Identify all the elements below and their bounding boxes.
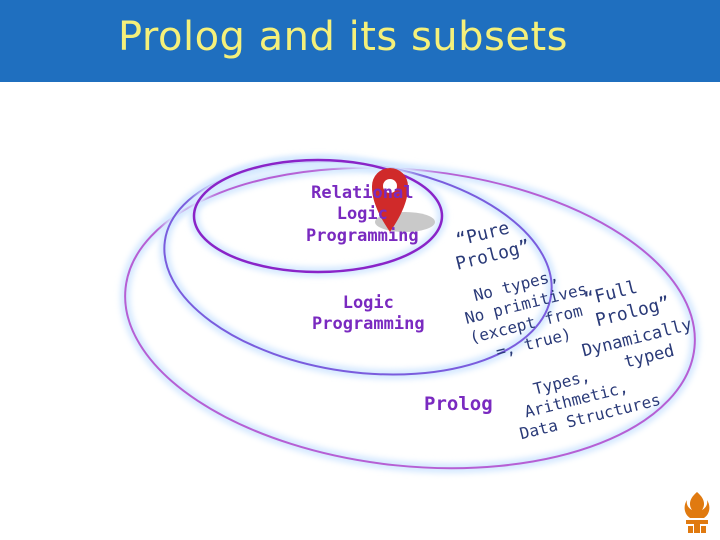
- prolog-label: Prolog: [424, 393, 493, 415]
- relational-logic-programming-label: Relational Logic Programming: [306, 183, 419, 247]
- logo-icon: [684, 492, 710, 533]
- relational-line-3: Programming: [306, 225, 419, 246]
- relational-line-1: Relational: [311, 183, 414, 203]
- title-bar: Prolog and its subsets: [0, 0, 720, 82]
- logic-programming-label: Logic Programming: [312, 293, 425, 336]
- relational-line-2: Logic: [336, 204, 388, 225]
- relational-set-ellipse: [192, 158, 444, 274]
- map-pin-icon: [372, 168, 435, 232]
- logic-line-2: Programming: [312, 314, 425, 335]
- slide-title: Prolog and its subsets: [118, 14, 569, 60]
- logic-line-1: Logic: [342, 293, 394, 313]
- prolog-set-ellipse: [124, 166, 696, 470]
